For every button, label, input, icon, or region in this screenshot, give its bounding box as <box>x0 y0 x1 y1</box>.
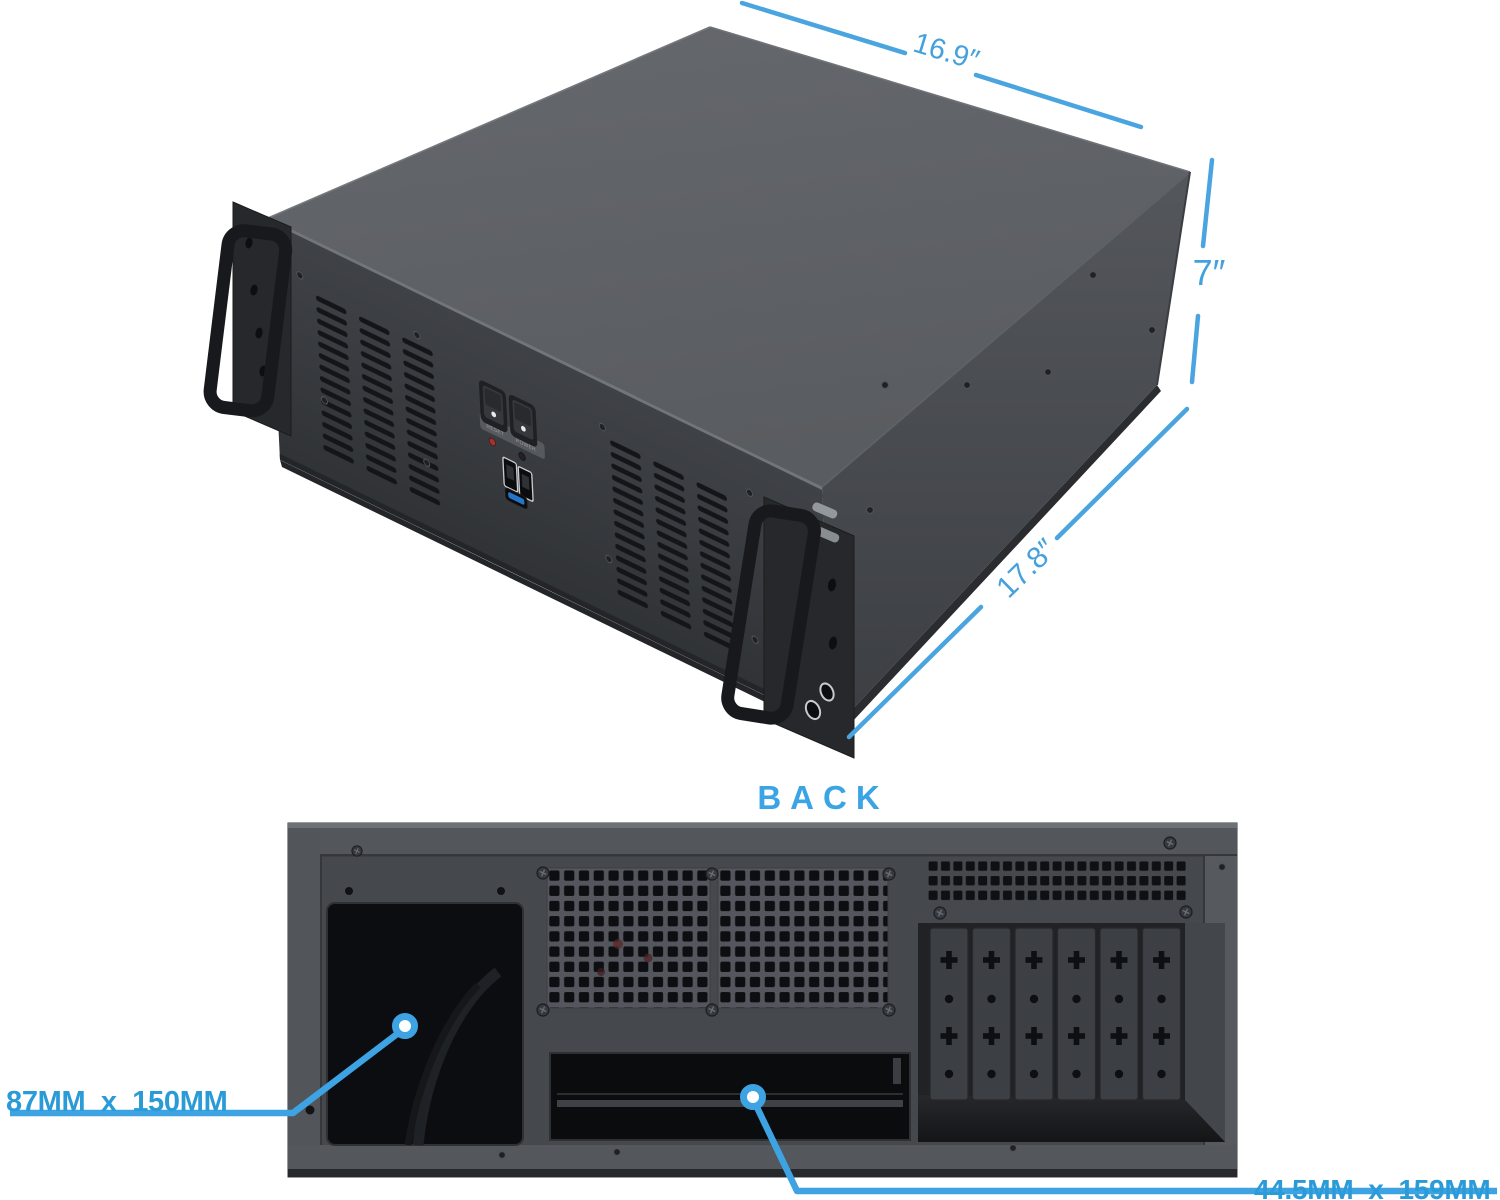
height-dimension-line <box>1189 157 1215 385</box>
height-dimension-label: 7″ <box>1192 252 1226 293</box>
fan-grille-2 <box>717 867 889 1009</box>
io-callout-dot <box>740 1084 766 1110</box>
right-handle <box>721 504 821 725</box>
usb3-port <box>504 487 528 510</box>
left-rack-ear <box>203 201 293 437</box>
psu-cutout-callout: 87MM x 150MM (3.4 in X 5.9 in) <box>6 997 228 1200</box>
case-bottom-edge-front <box>280 460 837 737</box>
back-view-heading: BACK <box>757 779 889 816</box>
hdd-led <box>518 451 526 461</box>
front-vent-right <box>609 436 748 661</box>
usb2-port-1 <box>502 456 519 493</box>
flange-hole <box>305 1105 315 1115</box>
power-led <box>488 437 497 447</box>
front-top-highlight <box>268 218 823 491</box>
io-cutout-callout: 44.5MM x 159MM ( 1.75 in X 6.25 in) <box>1254 1085 1498 1200</box>
front-vent-left <box>315 291 454 516</box>
io-callout-leader <box>740 1084 1497 1195</box>
depth-dimension-line <box>846 406 1190 740</box>
psu-callout-size-mm: 87MM x 150MM <box>6 1086 228 1118</box>
left-handle <box>203 224 293 418</box>
expansion-slot-area <box>918 923 1225 1142</box>
rear-vent-strip <box>927 859 1188 904</box>
psu-callout-leader <box>10 1013 418 1117</box>
io-callout-size-mm: 44.5MM x 159MM <box>1254 1174 1491 1200</box>
case-front-panel: RESET POWER <box>268 218 835 729</box>
psu-cutout <box>326 902 524 1146</box>
fan-grille-1 <box>546 867 711 1009</box>
power-switch <box>508 394 538 447</box>
psu-callout-dot <box>392 1013 418 1039</box>
io-cutout <box>549 1052 911 1141</box>
right-rack-ear <box>721 496 855 759</box>
back-panel-view <box>10 822 1497 1195</box>
back-left-flange <box>288 828 320 1177</box>
isometric-view: RESET POWER <box>203 0 1215 759</box>
case-top-face <box>268 27 1190 487</box>
case-side-face <box>822 172 1190 729</box>
reset-switch <box>479 380 508 433</box>
usb2-port-2 <box>517 466 534 502</box>
fan-hint <box>597 939 653 976</box>
case-bottom-edge-side <box>834 385 1161 737</box>
width-dimension-line <box>739 0 1144 130</box>
